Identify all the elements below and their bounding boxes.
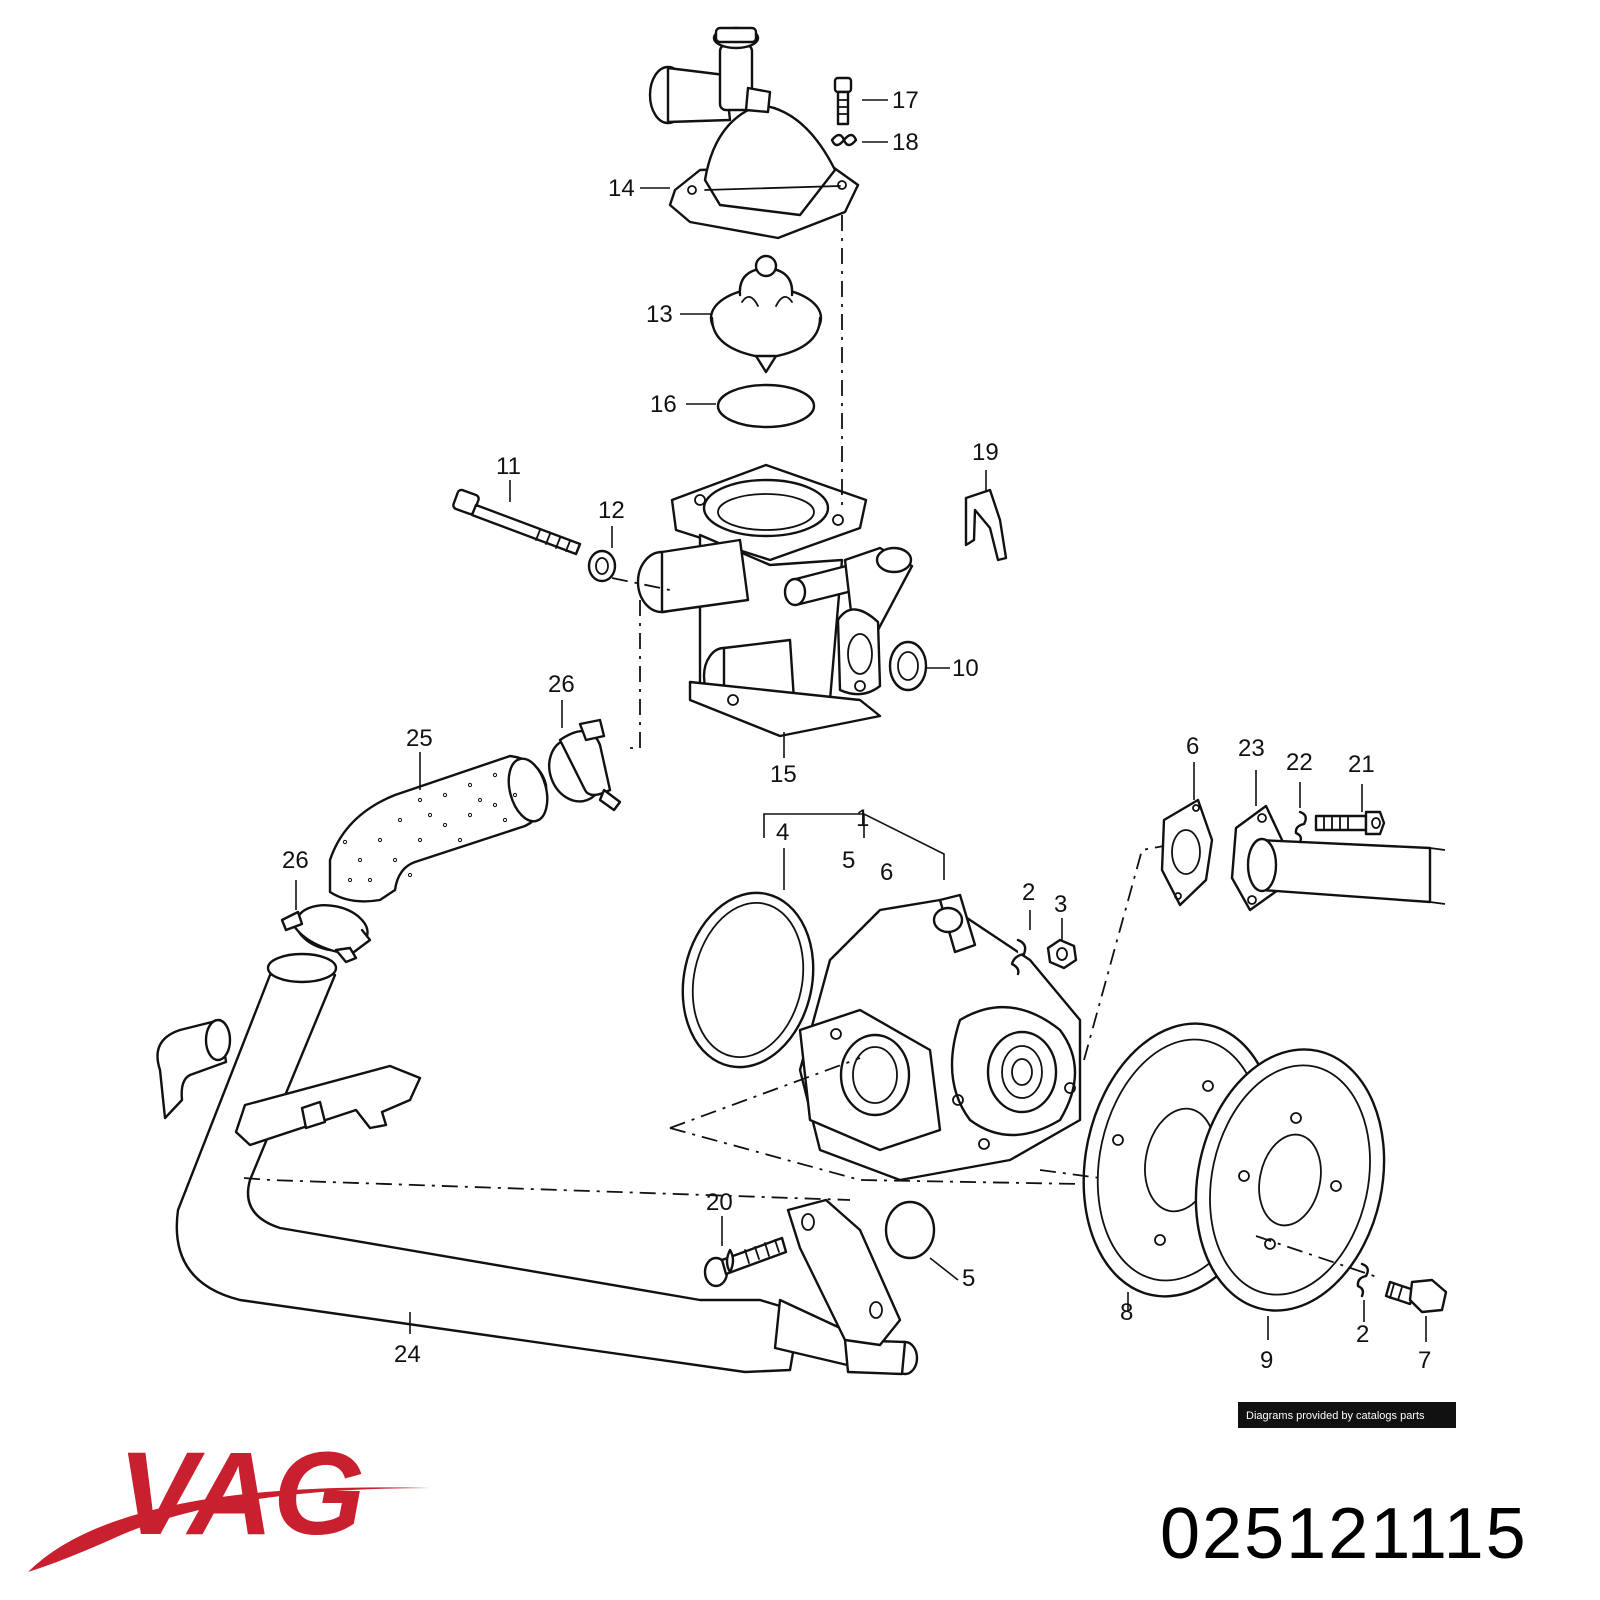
callout-6-right: 6 <box>1186 733 1199 760</box>
callout-24: 24 <box>394 1341 421 1368</box>
callout-21: 21 <box>1348 751 1375 778</box>
callout-15: 15 <box>770 761 797 788</box>
flanged-pipe-part-23 <box>1230 804 1432 912</box>
callout-12: 12 <box>598 497 625 524</box>
gasket-part-4 <box>681 891 815 1069</box>
callout-3: 3 <box>1054 891 1067 918</box>
hose-clamp-part-26-lower <box>280 904 372 964</box>
o-ring-part-16 <box>716 383 816 429</box>
pulley-part-9 <box>1194 1048 1386 1312</box>
hose-clamp-part-26-upper <box>548 718 622 812</box>
callout-6-upper: 6 <box>880 859 893 886</box>
washer-part-12 <box>587 549 617 583</box>
callout-14: 14 <box>608 175 635 202</box>
thermostat-housing-part-15 <box>636 463 914 738</box>
callout-8: 8 <box>1120 1299 1133 1326</box>
gasket-part-10 <box>888 640 928 692</box>
screw-part-20 <box>703 1236 788 1288</box>
screw-part-17 <box>833 76 853 126</box>
callout-26-lower: 26 <box>282 847 309 874</box>
thermostat-part-13 <box>709 254 823 374</box>
callout-7: 7 <box>1418 1347 1431 1374</box>
callout-26-upper: 26 <box>548 671 575 698</box>
callout-20: 20 <box>706 1189 733 1216</box>
callout-22: 22 <box>1286 749 1313 776</box>
washer-part-18 <box>830 133 858 147</box>
assembly-centerlines <box>243 215 1381 1279</box>
thermostat-cover-part-14 <box>648 26 860 240</box>
bolt-part-7 <box>1384 1278 1448 1314</box>
callout-5-upper: 5 <box>842 847 855 874</box>
callout-2-lower: 2 <box>1356 1321 1369 1348</box>
callout-13: 13 <box>646 301 673 328</box>
callout-1: 1 <box>856 805 869 832</box>
gasket-part-6 <box>1160 798 1214 907</box>
callout-5-lower: 5 <box>962 1265 975 1292</box>
o-ring-part-5-lower <box>884 1200 936 1260</box>
leader-lines <box>295 99 1427 1342</box>
callout-2-upper: 2 <box>1022 879 1035 906</box>
bolt-part-21 <box>1314 810 1386 836</box>
part-number: 025121115 <box>1160 1494 1528 1574</box>
brand-name: VAG <box>118 1428 365 1560</box>
callout-18: 18 <box>892 129 919 156</box>
callout-9: 9 <box>1260 1347 1273 1374</box>
callout-17: 17 <box>892 87 919 114</box>
callout-11: 11 <box>496 453 521 480</box>
vag-logo: VAG <box>28 1428 430 1572</box>
callout-16: 16 <box>650 391 677 418</box>
spring-washer-part-2-lower <box>1356 1262 1369 1298</box>
centerline-pipe-23 <box>1429 847 1446 905</box>
coolant-pipe-part-24 <box>156 952 919 1376</box>
callout-23: 23 <box>1238 735 1265 762</box>
credit-text: Diagrams provided by catalogs parts <box>1246 1410 1425 1422</box>
spring-washer-part-22 <box>1294 810 1307 844</box>
water-pump-part-1 <box>798 893 1082 1182</box>
spring-washer-part-2-upper <box>1010 938 1027 976</box>
nut-part-3 <box>1046 938 1078 970</box>
callout-4: 4 <box>776 819 789 846</box>
callout-25: 25 <box>406 725 433 752</box>
clip-part-19 <box>964 488 1008 562</box>
diagram-credit: Diagrams provided by catalogs parts <box>1238 1402 1456 1428</box>
callout-labels: 17 18 14 13 16 19 11 12 10 26 25 15 6 23… <box>282 87 1431 1374</box>
pipe-flange <box>786 1198 902 1347</box>
callout-10: 10 <box>952 655 979 682</box>
callout-19: 19 <box>972 439 999 466</box>
coolant-hose-part-25 <box>328 754 549 903</box>
bolt-part-11 <box>452 488 582 556</box>
